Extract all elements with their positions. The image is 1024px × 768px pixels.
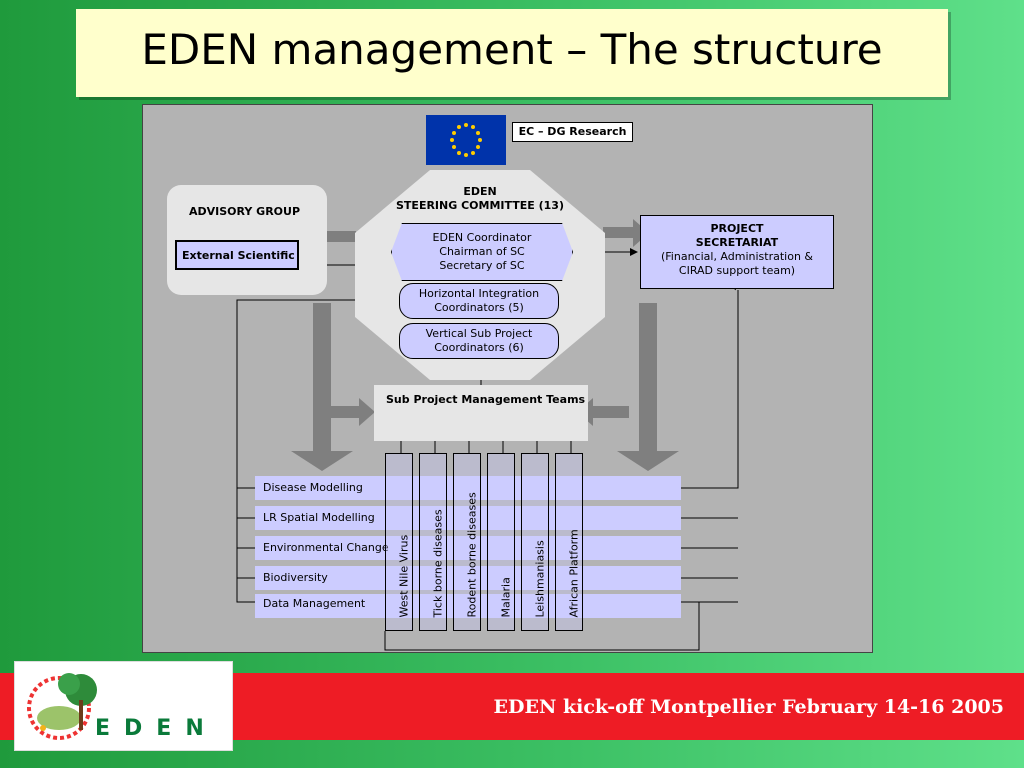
column-malaria: Malaria	[487, 453, 515, 631]
vertical-line-1: Vertical Sub Project	[425, 327, 533, 340]
steering-title-1: EDEN	[463, 185, 497, 198]
coordinator-line-2: Chairman of SC	[439, 245, 525, 258]
column-west-nile-virus: West Nile Virus	[385, 453, 413, 631]
band-disease-modelling	[255, 476, 681, 500]
column-label-rodent-borne: Rodent borne diseases	[465, 492, 479, 618]
eden-logo	[14, 661, 233, 751]
footer-text: EDEN kick-off Montpellier February 14-16…	[493, 696, 1004, 718]
secretariat-title-1: PROJECT	[710, 222, 764, 235]
org-diagram: EC – DG Research ADVISORY GROUP External…	[142, 104, 873, 653]
column-label-malaria: Malaria	[499, 577, 513, 618]
vertical-coordinators-box: Vertical Sub Project Coordinators (6)	[399, 323, 559, 359]
eu-flag-icon	[426, 115, 506, 165]
secretariat-title-2: SECRETARIAT	[695, 236, 779, 249]
vertical-line-2: Coordinators (6)	[434, 341, 524, 354]
horizontal-coordinators-box: Horizontal Integration Coordinators (5)	[399, 283, 559, 319]
column-label-tick-borne: Tick borne diseases	[431, 509, 445, 618]
band-data-management	[255, 594, 681, 618]
column-label-african-platform: African Platform	[567, 529, 581, 618]
horizontal-line-2: Coordinators (5)	[434, 301, 524, 314]
column-african-platform: African Platform	[555, 453, 583, 631]
ec-label: EC – DG Research	[512, 122, 633, 142]
column-leishmaniasis: Leishmaniasis	[521, 453, 549, 631]
horizontal-line-1: Horizontal Integration	[418, 287, 540, 300]
sub-project-teams-box	[374, 385, 588, 441]
coordinator-line-3: Secretary of SC	[439, 259, 525, 272]
advisory-group-label: ADVISORY GROUP	[189, 205, 301, 218]
row-label-environmental-change: Environmental Change	[263, 541, 389, 554]
title-box: EDEN management – The structure	[76, 9, 948, 97]
row-label-data-management: Data Management	[263, 597, 366, 610]
tree-logo-icon	[27, 673, 97, 740]
row-label-disease-modelling: Disease Modelling	[263, 481, 363, 494]
column-label-leishmaniasis: Leishmaniasis	[533, 540, 547, 618]
band-lr-spatial-modelling	[255, 506, 681, 530]
coordinator-line-1: EDEN Coordinator	[432, 231, 532, 244]
row-label-lr-spatial-modelling: LR Spatial Modelling	[263, 511, 375, 524]
band-biodiversity	[255, 566, 681, 590]
project-secretariat-box: PROJECT SECRETARIAT (Financial, Administ…	[640, 215, 834, 289]
slide-title: EDEN management – The structure	[141, 25, 883, 74]
external-scientific-label: External Scientific	[182, 249, 295, 262]
coordinator-box: EDEN Coordinator Chairman of SC Secretar…	[391, 223, 573, 281]
band-environmental-change	[255, 536, 681, 560]
external-scientific-box: External Scientific	[175, 240, 299, 270]
secretariat-sub-1: (Financial, Administration &	[660, 250, 814, 263]
row-label-biodiversity: Biodiversity	[263, 571, 328, 584]
eden-logo-text: EDEN	[95, 716, 218, 741]
secretariat-sub-2: CIRAD support team)	[678, 264, 796, 277]
column-tick-borne: Tick borne diseases	[419, 453, 447, 631]
column-rodent-borne: Rodent borne diseases	[453, 453, 481, 631]
steering-title-2: STEERING COMMITTEE (13)	[396, 199, 564, 212]
sub-project-teams-label: Sub Project Management Teams	[386, 393, 586, 406]
column-label-west-nile-virus: West Nile Virus	[397, 534, 411, 618]
